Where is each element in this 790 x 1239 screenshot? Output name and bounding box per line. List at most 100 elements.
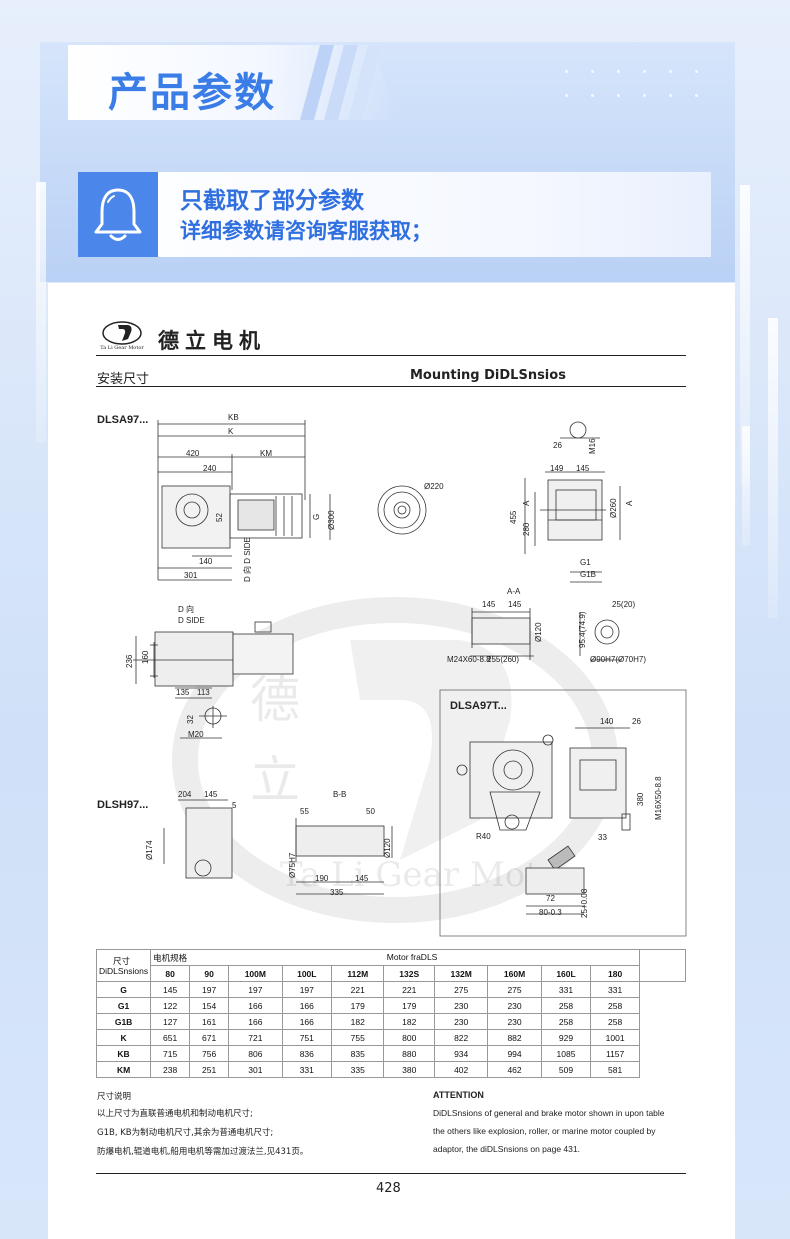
dim-301: 301 bbox=[184, 571, 198, 580]
frame-header-cell: 100M bbox=[228, 965, 283, 982]
notes-line-2: G1B, KB为制动电机尺寸,其余为普通电机尺寸; bbox=[97, 1128, 274, 1138]
notice-line-1: 只截取了部分参数 bbox=[180, 188, 364, 214]
dim-h335: 335 bbox=[330, 888, 344, 897]
attention-line-1: DiDLSnsions of general and brake motor s… bbox=[433, 1108, 665, 1118]
dim-k: K bbox=[228, 427, 234, 436]
dim-149: 149 bbox=[550, 464, 564, 473]
watermark-text-1: 德 bbox=[250, 671, 300, 729]
dim-32: 32 bbox=[186, 715, 195, 724]
table-cell: 882 bbox=[487, 1029, 542, 1046]
table-cell: 122 bbox=[150, 997, 191, 1014]
dim-t72: 72 bbox=[546, 894, 555, 903]
table-cell: 179 bbox=[383, 997, 435, 1014]
label-dlsa97t: DLSA97T... bbox=[450, 700, 507, 712]
dim-h50: 50 bbox=[366, 807, 375, 816]
dim-h190: 190 bbox=[315, 874, 329, 883]
dim-h75: Ø75H7 bbox=[288, 852, 297, 878]
table-cell: 331 bbox=[281, 1061, 333, 1078]
dim-t26: 26 bbox=[632, 717, 641, 726]
decor-bar-right-2 bbox=[768, 318, 778, 618]
dim-t140: 140 bbox=[600, 717, 614, 726]
table-cell: 509 bbox=[540, 1061, 592, 1078]
dim-h145b: 145 bbox=[355, 874, 369, 883]
table-cell: 251 bbox=[189, 1061, 230, 1078]
frame-header-cell: 100L bbox=[281, 965, 333, 982]
motor-header-cn: 电机规格 bbox=[153, 952, 188, 963]
notes-line-3: 防爆电机,辊道电机,船用电机等需加过渡法兰,见431页。 bbox=[97, 1147, 309, 1157]
table-cell: 275 bbox=[487, 981, 542, 998]
dim-240: 240 bbox=[203, 464, 217, 473]
d-side-vertical: D 向 D SIDE bbox=[243, 537, 252, 582]
table-cell: 994 bbox=[487, 1045, 542, 1062]
table-cell: 402 bbox=[433, 1061, 489, 1078]
dim-t380: 380 bbox=[636, 792, 645, 806]
table-cell: 756 bbox=[189, 1045, 230, 1062]
dim-954: 95.4(74.9) bbox=[578, 611, 587, 648]
dim-236: 236 bbox=[125, 654, 134, 668]
table-cell: 230 bbox=[433, 997, 489, 1014]
dim-t25: 25+0.08 bbox=[580, 888, 589, 918]
dim-m24: M24X60-8.8 bbox=[447, 655, 491, 664]
table-cell: 462 bbox=[487, 1061, 542, 1078]
table-cell: 182 bbox=[331, 1013, 385, 1030]
table-cell: 331 bbox=[590, 981, 640, 998]
dim-25-20: 25(20) bbox=[612, 600, 636, 609]
table-cell: 301 bbox=[228, 1061, 283, 1078]
table-cell: 258 bbox=[540, 1013, 592, 1030]
table-blank-col bbox=[639, 949, 686, 982]
row-label: G1B bbox=[95, 1013, 152, 1030]
frame-header-cell: 132S bbox=[383, 965, 435, 982]
notes-line-1: 以上尺寸为直联普通电机和制动电机尺寸; bbox=[97, 1109, 253, 1119]
dim-tm16: M16X50-8.8 bbox=[654, 776, 663, 820]
table-cell: 800 bbox=[383, 1029, 435, 1046]
table-cell: 230 bbox=[487, 1013, 542, 1030]
notice-box bbox=[78, 172, 711, 257]
decor-bar-right-3 bbox=[742, 426, 750, 546]
table-cell: 182 bbox=[383, 1013, 435, 1030]
dim-135: 135 bbox=[176, 688, 190, 697]
frame-header-cell: 80 bbox=[150, 965, 191, 982]
table-cell: 127 bbox=[150, 1013, 191, 1030]
section-title-cn: 安装尺寸 bbox=[97, 372, 150, 387]
row-label: KB bbox=[95, 1045, 152, 1062]
table-cell: 258 bbox=[590, 1013, 640, 1030]
dim-h174: Ø174 bbox=[145, 840, 154, 860]
page-title: 产品参数 bbox=[108, 70, 276, 116]
table-cell: 822 bbox=[433, 1029, 489, 1046]
title-stripes bbox=[300, 45, 382, 120]
dim-aa-145a: 145 bbox=[482, 600, 496, 609]
table-cell: 1085 bbox=[540, 1045, 592, 1062]
dim-tr40: R40 bbox=[476, 832, 491, 841]
table-cell: 258 bbox=[540, 997, 592, 1014]
frame-header-cell: 112M bbox=[331, 965, 385, 982]
dim-280: 280 bbox=[522, 522, 531, 536]
frame-header-cell: 160L bbox=[540, 965, 592, 982]
row-label: K bbox=[95, 1029, 152, 1046]
table-cell: 671 bbox=[189, 1029, 230, 1046]
dim-h55: 55 bbox=[300, 807, 309, 816]
dim-140: 140 bbox=[199, 557, 213, 566]
attention-line-2: the others like explosion, roller, or ma… bbox=[433, 1126, 656, 1136]
table-cell: 161 bbox=[189, 1013, 230, 1030]
watermark-text-2: 立 bbox=[250, 751, 300, 809]
motor-header: 电机规格 Motor fraDLS bbox=[150, 949, 640, 966]
dim-h120: Ø120 bbox=[383, 838, 392, 858]
label-dlsa97: DLSA97... bbox=[97, 414, 149, 426]
table-cell: 145 bbox=[150, 981, 191, 998]
dim-420: 420 bbox=[186, 449, 200, 458]
table-cell: 166 bbox=[228, 997, 283, 1014]
attention-line-3: adaptor, the diDLSnsions on page 431. bbox=[433, 1144, 580, 1154]
table-cell: 581 bbox=[590, 1061, 640, 1078]
dl-logo-icon: Ta Li Gear Motor bbox=[100, 321, 144, 351]
rule-top bbox=[96, 355, 686, 356]
rule-section bbox=[96, 386, 686, 387]
attention-title: ATTENTION bbox=[433, 1090, 484, 1100]
dim-455: 455 bbox=[509, 510, 518, 524]
